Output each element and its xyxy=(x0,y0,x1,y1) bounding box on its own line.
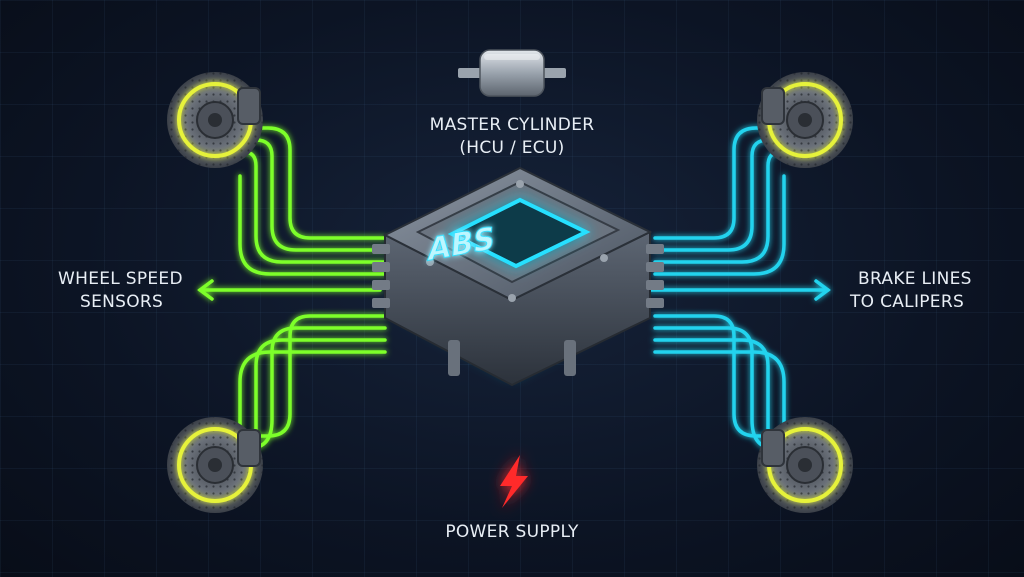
master-cylinder-icon xyxy=(458,49,566,97)
brake-rotor-top-right xyxy=(757,72,853,168)
brake-lines-label-line2: TO CALIPERS xyxy=(850,292,965,312)
abs-module-icon xyxy=(372,166,664,387)
power-supply-label: POWER SUPPLY xyxy=(445,522,579,542)
brake-rotor-bottom-left xyxy=(167,417,263,513)
master-cylinder-sublabel: (HCU / ECU) xyxy=(459,138,565,158)
brake-lines xyxy=(648,126,831,462)
brake-rotor-top-left xyxy=(167,72,263,168)
wheel-speed-label-line2: SENSORS xyxy=(80,292,164,312)
lightning-bolt-icon xyxy=(500,455,528,508)
master-cylinder-label: MASTER CYLINDER xyxy=(429,115,595,135)
brake-rotor-bottom-right xyxy=(757,417,853,513)
wheel-speed-label-line1: WHEEL SPEED xyxy=(58,269,183,289)
brake-lines-label-line1: BRAKE LINES xyxy=(858,269,972,289)
wheel-speed-sensor-lines xyxy=(197,126,387,462)
